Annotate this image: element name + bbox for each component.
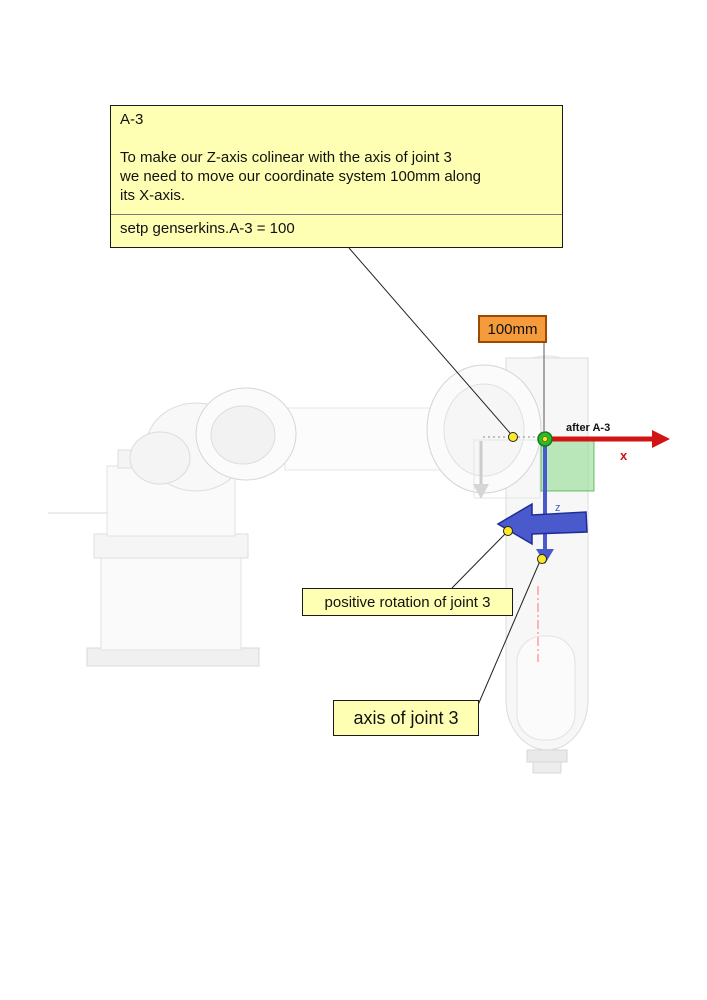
robot-base-plate [86,647,260,667]
frame-origin [537,431,553,447]
label-positive-rotation: positive rotation of joint 3 [302,588,513,616]
rotation-callout-dot [503,526,513,536]
note-title: A-3 [120,111,144,128]
label-axis-of-joint3: axis of joint 3 [333,700,479,736]
note-line-2: we need to move our coordinate system 10… [120,168,482,185]
label-100mm: 100mm [478,315,547,343]
z-axis-label: z [555,502,561,514]
note-a3: A-3 To make our Z-axis colinear with the… [110,105,563,248]
robot-shoulder-small-cylinder [129,431,191,485]
x-axis: after A-3 x [552,422,670,463]
x-axis-arrowhead [652,430,670,448]
previous-frame [473,439,541,499]
robot-shoulder-face [210,405,276,465]
previous-z-axis-arrowhead [473,484,489,499]
note-callout-dot [508,432,518,442]
robot-illustration [48,355,589,774]
robot-forearm-panel [516,635,576,741]
robot-tool-tip [532,761,562,774]
note-line-1: To make our Z-axis colinear with the axi… [120,149,452,166]
after-a3-label: after A-3 [566,422,610,434]
robot-tool-flange [526,749,568,763]
x-axis-label: x [620,448,628,463]
axis-callout-line [477,560,541,706]
origin-center-dot [542,436,548,442]
rotation-callout-line [451,532,507,589]
callouts [348,247,547,706]
coordinate-plane [540,440,595,492]
rotation-direction-arrow [496,502,588,546]
note-body: To make our Z-axis colinear with the axi… [120,148,553,205]
note-callout-line [348,247,511,434]
robot-base-body [100,555,242,651]
note-line-3: its X-axis. [120,187,186,204]
robot-base-flange [93,533,249,559]
note-divider [111,214,562,215]
robot-joint3-face [443,383,525,477]
previous-plane-outline [473,439,541,499]
note-command: setp genserkins.A-3 = 100 [120,220,295,237]
axis-callout-dot [537,554,547,564]
